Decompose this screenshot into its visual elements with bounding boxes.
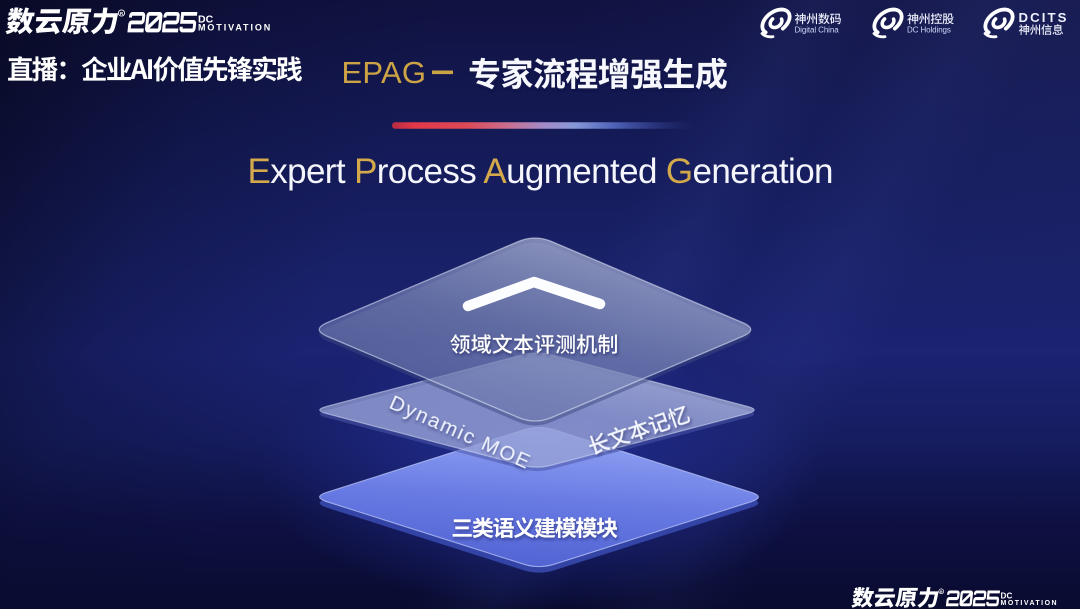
svg-text:Digital China: Digital China [795,26,840,35]
svg-text:DC Holdings: DC Holdings [907,26,951,35]
svg-text:Expert Process Augmented Gener: Expert Process Augmented Generation [248,152,833,191]
svg-text:EPAG: EPAG [342,55,427,90]
svg-text:DCITS: DCITS [1019,10,1069,25]
